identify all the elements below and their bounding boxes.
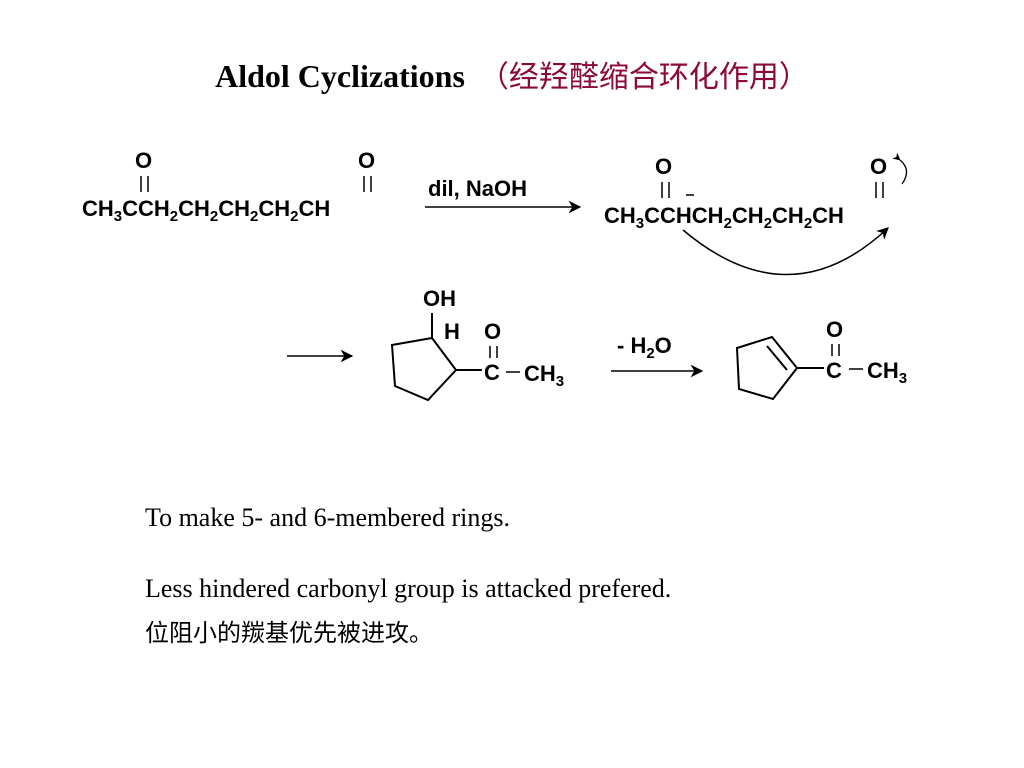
ring-double-bond bbox=[766, 345, 788, 371]
methyl-group: CH3 bbox=[524, 361, 564, 390]
carbonyl-carbon: C bbox=[484, 360, 500, 385]
carbonyl-double-bond bbox=[661, 182, 884, 198]
enolate-molecule: O O CH3CCHCH2CH2CH2CH bbox=[604, 152, 908, 276]
reactant-oxygen-1: O bbox=[135, 148, 152, 173]
enone-methyl-group: CH3 bbox=[867, 358, 907, 387]
note-selectivity: Less hindered carbonyl group is attacked… bbox=[145, 574, 672, 603]
reactant-oxygen-2: O bbox=[358, 148, 375, 173]
attack-curved-arrow bbox=[682, 227, 889, 276]
title-chinese: （经羟醛缩合环化作用） bbox=[478, 60, 809, 95]
cyclopentenone-product: O C CH3 bbox=[735, 317, 907, 401]
dehydration-label: - H2O bbox=[617, 333, 672, 362]
enolate-oxygen-1: O bbox=[655, 154, 672, 179]
note-ring-size: To make 5- and 6-membered rings. bbox=[145, 503, 510, 532]
enolate-formula: CH3CCHCH2CH2CH2CH bbox=[604, 203, 844, 232]
note-selectivity-chinese: 位阻小的羰基优先被进攻。 bbox=[145, 619, 433, 647]
reaction-scheme: O O CH3CCH2CH2CH2CH2CH dil, NaOH O O CH3… bbox=[82, 148, 908, 402]
slide-title: Aldol Cyclizations （经羟醛缩合环化作用） bbox=[0, 52, 1024, 96]
cyclopentene-ring bbox=[735, 335, 799, 401]
reactant-molecule: O O CH3CCH2CH2CH2CH2CH bbox=[82, 148, 375, 225]
dehydration-arrow: - H2O bbox=[611, 333, 704, 378]
enone-carbonyl-carbon: C bbox=[826, 358, 842, 383]
enolate-oxygen-2: O bbox=[870, 154, 887, 179]
cyclopentane-ring bbox=[390, 336, 458, 402]
aldol-product: OH H O C CH3 bbox=[390, 286, 564, 402]
reagent-label: dil, NaOH bbox=[428, 176, 527, 201]
enone-oxygen: O bbox=[826, 317, 843, 342]
carbonyl-arrow-icon bbox=[892, 152, 908, 185]
reagent-arrow: dil, NaOH bbox=[425, 176, 582, 214]
reactant-formula: CH3CCH2CH2CH2CH2CH bbox=[82, 196, 330, 225]
ketone-oxygen: O bbox=[484, 319, 501, 344]
title-english: Aldol Cyclizations bbox=[215, 58, 465, 94]
hydroxyl-label: OH bbox=[423, 286, 456, 311]
hydrogen-label: H bbox=[444, 319, 460, 344]
carbonyl-double-bond bbox=[140, 176, 372, 192]
